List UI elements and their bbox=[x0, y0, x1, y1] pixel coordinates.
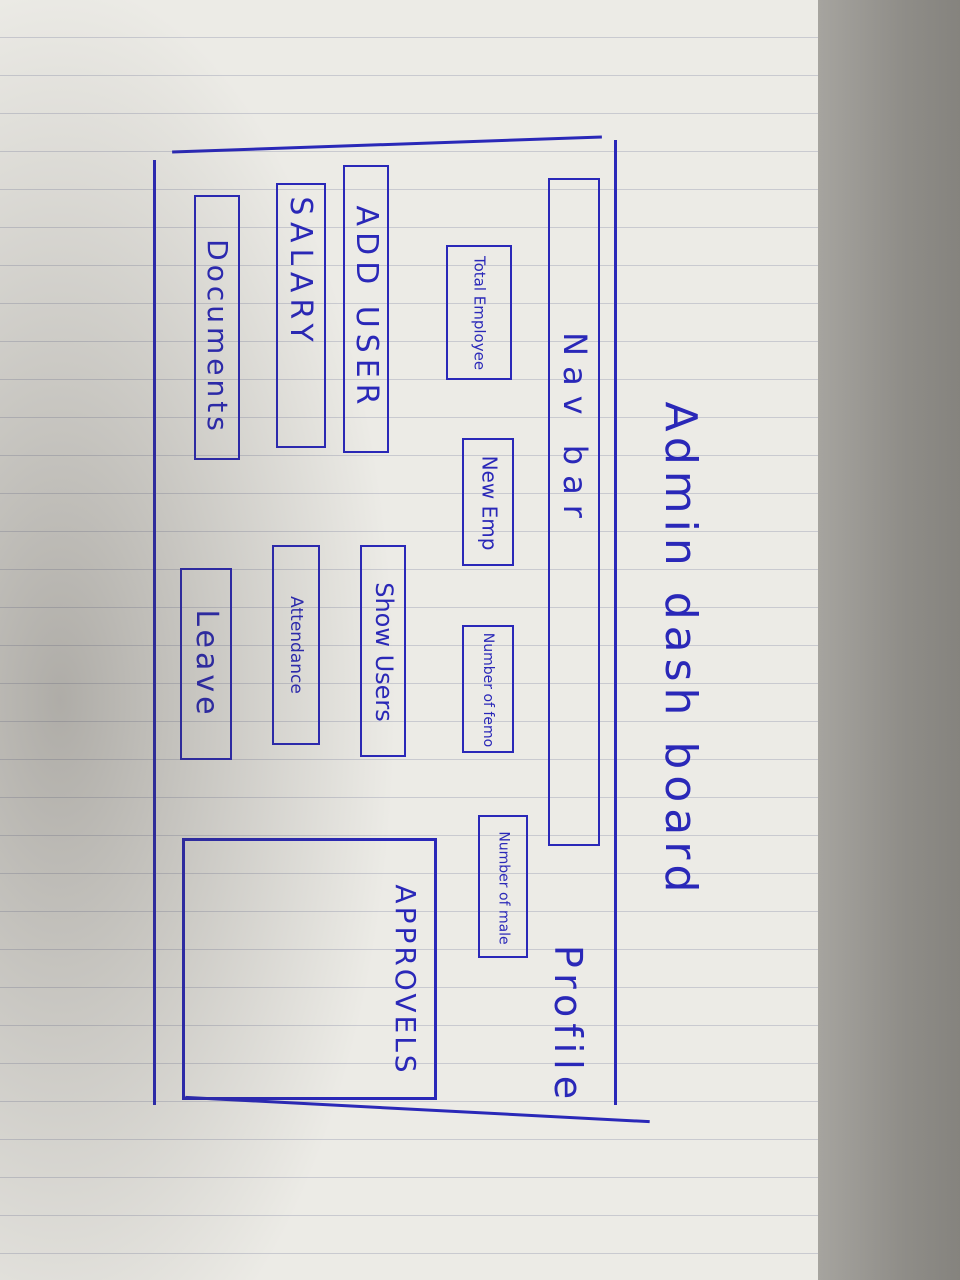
stat-card-label: Total Employee bbox=[470, 255, 489, 371]
approvals-label: APPROVELS bbox=[389, 884, 422, 1076]
stat-card-number-of-male bbox=[478, 815, 528, 958]
menu-add-user-button[interactable] bbox=[343, 165, 389, 453]
stat-card-number-of-femo bbox=[462, 625, 514, 753]
menu-leave-button[interactable] bbox=[180, 568, 232, 760]
menu-button-label: Show Users bbox=[370, 582, 398, 722]
stat-card-label: Number of femo bbox=[480, 632, 496, 748]
frame-right-line bbox=[614, 140, 617, 1105]
menu-show-users-button[interactable] bbox=[360, 545, 406, 757]
menu-button-label: ADD USER bbox=[349, 205, 384, 411]
menu-attendance-button[interactable] bbox=[272, 545, 320, 745]
stat-card-label: New Emp bbox=[477, 455, 502, 551]
menu-documents-button[interactable] bbox=[194, 195, 240, 460]
stat-card-label: Number of male bbox=[495, 831, 512, 945]
desk-background bbox=[818, 0, 960, 1280]
page-title: Admin dash board bbox=[655, 401, 706, 899]
frame-left-line bbox=[153, 160, 156, 1105]
navbar-label: Nav bar bbox=[556, 332, 594, 528]
menu-button-label: Attendance bbox=[286, 596, 306, 694]
stat-card-total-employee bbox=[446, 245, 512, 380]
navbar bbox=[548, 178, 600, 846]
profile-link[interactable]: Profile bbox=[546, 944, 590, 1106]
menu-button-label: Leave bbox=[189, 609, 224, 719]
menu-salary-button[interactable] bbox=[276, 183, 326, 448]
menu-button-label: Documents bbox=[201, 239, 234, 435]
paper-sheet bbox=[0, 0, 818, 1280]
approvals-panel bbox=[182, 838, 437, 1100]
stat-card-new-emp bbox=[462, 438, 514, 566]
menu-button-label: SALARY bbox=[283, 196, 318, 348]
